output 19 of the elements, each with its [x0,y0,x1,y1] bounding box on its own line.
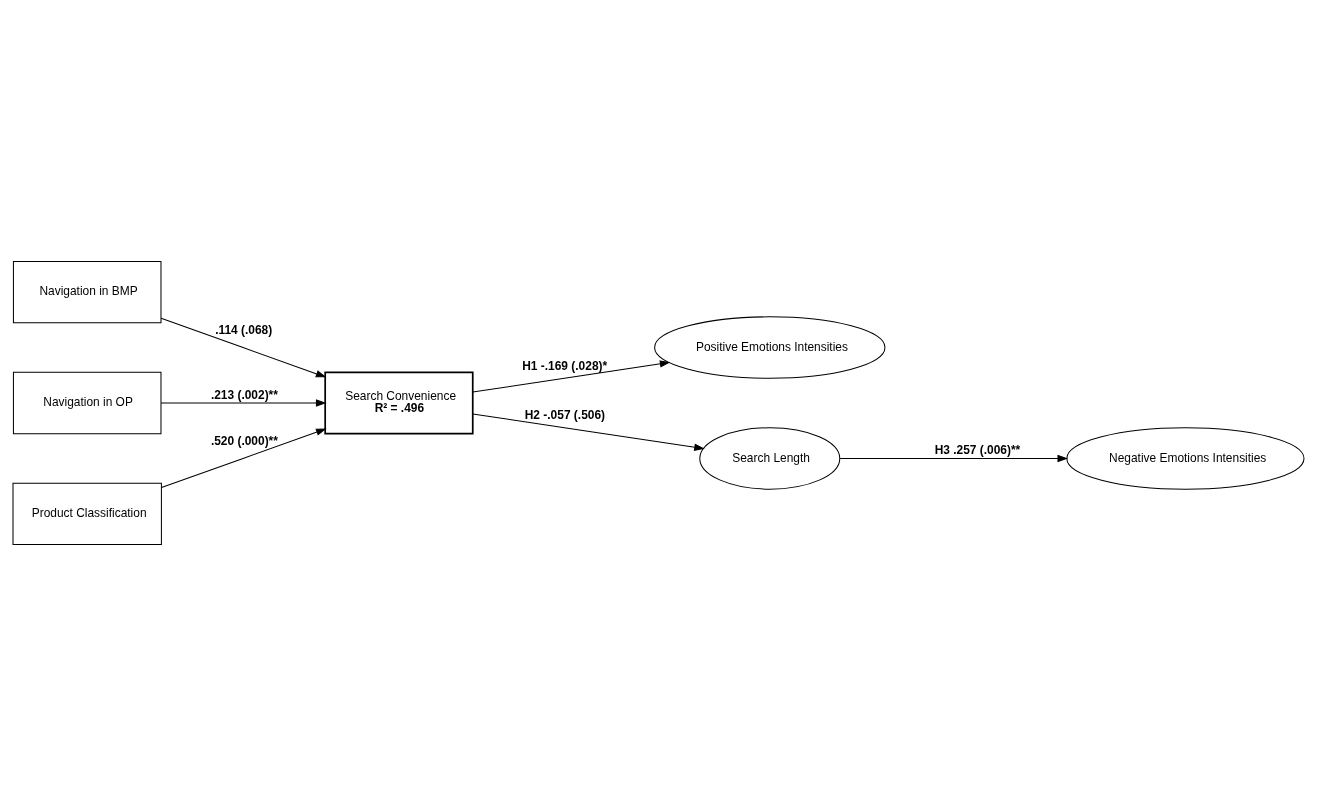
arrow [161,428,327,488]
arrow [472,359,671,393]
edge-label: .213 (.002)** [210,387,278,402]
edge-label: H2 -.057 (.506) [524,407,606,422]
node-ellipse: Negative Emotions Intensities [1066,426,1305,490]
node-ellipse: Positive Emotions Intensities [654,315,886,379]
arrow [472,412,705,451]
edge-label: H1 -.169 (.028)* [522,358,608,373]
edge-label: .520 (.000)** [210,433,278,448]
arrow [160,317,327,377]
edge-label: H3 .257 (.006)** [934,442,1021,457]
arrow [160,398,327,407]
node-box: Navigation in OP [12,371,162,434]
arrow [839,454,1069,462]
node-box: Navigation in BMP [12,260,162,323]
node-box: Search Convenience R² = .496 [324,370,474,435]
node-ellipse: Search Length [699,426,841,490]
node-box: Product Classification [12,482,162,545]
edge-label: .114 (.068) [215,322,273,337]
